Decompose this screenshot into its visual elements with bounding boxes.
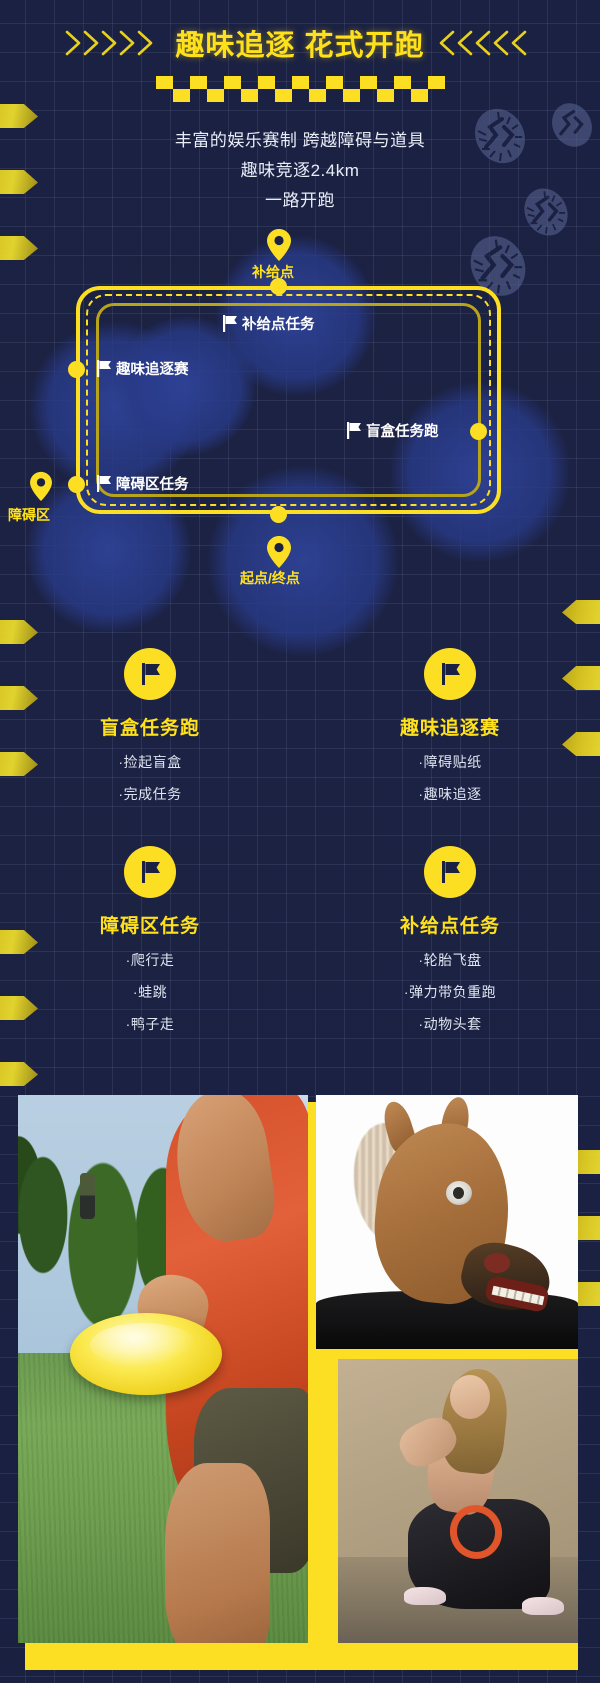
checkered-flag-band (0, 76, 600, 102)
pin-label-obstacle-zone: 障碍区 (8, 507, 50, 523)
card-blindbox-task-run[interactable]: 盲盒任务跑 ·捡起盲盒 ·完成任务 (0, 648, 300, 804)
route-map: 补给点 障碍区 起点/终点 补给点任务 趣味追逐赛 (0, 228, 600, 638)
card-item: ·鸭子走 (125, 1016, 175, 1032)
route-track-dashed (86, 294, 491, 506)
map-pin-icon (267, 536, 291, 568)
flag-text: 盲盒任务跑 (366, 424, 439, 440)
flag-icon (347, 422, 361, 439)
flag-badge-icon (424, 846, 476, 898)
header: 趣味追逐 花式开跑 丰富的娱乐赛制 跨越障 (0, 0, 600, 216)
card-item: ·完成任务 (118, 786, 182, 802)
flag-icon (97, 360, 111, 377)
route-track-outer (76, 286, 501, 514)
flag-text: 障碍区任务 (116, 477, 189, 493)
card-supply-task[interactable]: 补给点任务 ·轮胎飞盘 ·弹力带负重跑 ·动物头套 (300, 846, 600, 1034)
chevrons-right-icon (63, 24, 163, 62)
card-title: 盲盒任务跑 (99, 718, 200, 739)
photo-horse-nostril (484, 1253, 510, 1273)
flag-badge-icon (124, 846, 176, 898)
flag-label-supply-task[interactable]: 补给点任务 (222, 313, 315, 334)
flag-text: 补给点任务 (242, 317, 315, 333)
card-item: ·弹力带负重跑 (403, 984, 497, 1000)
flag-badge-icon (124, 648, 176, 700)
pin-start-finish[interactable] (266, 535, 292, 574)
route-track-inner (96, 303, 481, 497)
card-row-bottom: 障碍区任务 ·爬行走 ·蛙跳 ·鸭子走 补给点任务 ·轮胎飞盘 ·弹力带负重跑 … (0, 846, 600, 1034)
horse-mask-photo (316, 1095, 578, 1349)
photo-background-person (80, 1173, 95, 1219)
photo-shoe (404, 1587, 446, 1605)
card-item: ·爬行走 (125, 952, 175, 968)
photo-collage (0, 1085, 600, 1683)
route-node-obstacle[interactable] (68, 476, 85, 493)
chevrons-left-icon (437, 24, 537, 62)
flag-badge-icon (424, 648, 476, 700)
subtitle-line-1: 丰富的娱乐赛制 跨越障碍与道具 (174, 131, 426, 150)
flag-icon (223, 315, 237, 332)
photo-runner-leg (165, 1463, 270, 1643)
flag-text: 趣味追逐赛 (116, 362, 189, 378)
card-title: 趣味追逐赛 (399, 718, 500, 739)
resistance-band-photo (338, 1359, 578, 1643)
card-title: 补给点任务 (399, 916, 500, 937)
pin-label-start-finish: 起点/终点 (240, 570, 300, 586)
card-obstacle-task[interactable]: 障碍区任务 ·爬行走 ·蛙跳 ·鸭子走 (0, 846, 300, 1034)
card-fun-chase-race[interactable]: 趣味追逐赛 ·障碍贴纸 ·趣味追逐 (300, 648, 600, 804)
card-item: ·轮胎飞盘 (418, 952, 482, 968)
page-title: 趣味追逐 花式开跑 (175, 30, 425, 62)
route-node-fun-chase[interactable] (68, 361, 85, 378)
card-item: ·趣味追逐 (418, 786, 482, 802)
card-item: ·障碍贴纸 (418, 754, 482, 770)
map-pin-icon (30, 471, 52, 502)
feature-cards: 盲盒任务跑 ·捡起盲盒 ·完成任务 趣味追逐赛 ·障碍贴纸 ·趣味追逐 (0, 648, 600, 1034)
photo-horse-eye (446, 1181, 472, 1205)
card-title: 障碍区任务 (99, 916, 200, 937)
flag-label-fun-chase[interactable]: 趣味追逐赛 (96, 358, 189, 379)
flag-label-blindbox[interactable]: 盲盒任务跑 (346, 420, 439, 441)
subtitle-line-2: 趣味竞逐2.4km (240, 161, 360, 180)
pin-obstacle-zone[interactable] (29, 471, 53, 507)
card-item: ·动物头套 (418, 1016, 482, 1032)
title-row: 趣味追逐 花式开跑 (0, 0, 600, 64)
route-node-start-finish[interactable] (270, 506, 287, 523)
flag-label-obstacle-task[interactable]: 障碍区任务 (96, 473, 189, 494)
route-node-blindbox[interactable] (470, 423, 487, 440)
subtitle-block: 丰富的娱乐赛制 跨越障碍与道具 趣味竞逐2.4km 一路开跑 (0, 126, 600, 216)
flag-icon (97, 475, 111, 492)
frisbee-photo (18, 1095, 308, 1643)
photo-frisbee-disc (70, 1313, 222, 1395)
photo-shoe (522, 1597, 564, 1615)
card-item: ·蛙跳 (132, 984, 168, 1000)
route-node-supply[interactable] (270, 278, 287, 295)
card-row-top: 盲盒任务跑 ·捡起盲盒 ·完成任务 趣味追逐赛 ·障碍贴纸 ·趣味追逐 (0, 648, 600, 804)
map-pin-icon (267, 229, 291, 261)
pin-label-supply-point: 补给点 (252, 264, 294, 280)
card-item: ·捡起盲盒 (118, 754, 182, 770)
photo-woman-head (450, 1375, 490, 1419)
subtitle-line-3: 一路开跑 (265, 191, 335, 210)
pin-supply-point[interactable] (266, 228, 292, 267)
